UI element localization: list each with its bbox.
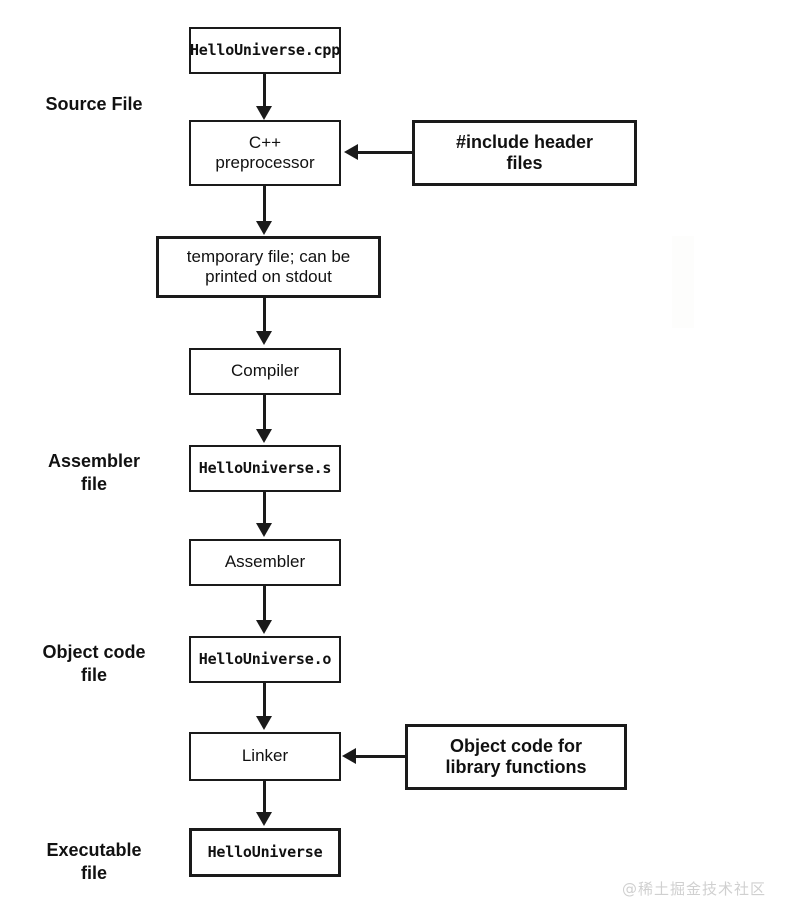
edge-linker-to-executable-line <box>263 781 266 814</box>
node-include-header-files[interactable]: #include header files <box>412 120 637 186</box>
edge-compiler-to-asmfile-line <box>263 395 266 431</box>
edge-linker-to-executable-arrow <box>256 812 272 826</box>
edge-objfile-to-linker-arrow <box>256 716 272 730</box>
edge-preprocessor-to-temp-arrow <box>256 221 272 235</box>
node-label: HelloUniverse.s <box>198 458 332 477</box>
edge-library-to-linker-arrow <box>342 748 356 764</box>
edge-asmfile-to-assembler-arrow <box>256 523 272 537</box>
node-hellouniverse-o[interactable]: HelloUniverse.o <box>189 636 341 683</box>
edge-cpp-to-preprocessor-line <box>263 74 266 108</box>
node-object-code-library[interactable]: Object code for library functions <box>405 724 627 790</box>
edge-preprocessor-to-temp-line <box>263 186 266 223</box>
edge-temp-to-compiler-arrow <box>256 331 272 345</box>
node-compiler[interactable]: Compiler <box>189 348 341 395</box>
background-artifact <box>672 236 694 328</box>
node-assembler[interactable]: Assembler <box>189 539 341 586</box>
edge-headers-to-preprocessor-arrow <box>344 144 358 160</box>
caption-assembler-file: Assembler file <box>47 451 141 494</box>
node-hellouniverse-cpp[interactable]: HelloUniverse.cpp <box>189 27 341 74</box>
node-label: HelloUniverse <box>207 842 323 861</box>
node-label: HelloUniverse.o <box>198 649 332 668</box>
node-hellouniverse-exe[interactable]: HelloUniverse <box>189 828 341 877</box>
edge-temp-to-compiler-line <box>263 298 266 333</box>
edge-compiler-to-asmfile-arrow <box>256 429 272 443</box>
node-label: #include header files <box>455 131 594 173</box>
watermark-text: @稀土掘金技术社区 <box>622 880 767 898</box>
edge-assembler-to-objfile-arrow <box>256 620 272 634</box>
node-label: C++ preprocessor <box>215 132 315 172</box>
caption-source-file: Source File <box>45 94 143 114</box>
edge-assembler-to-objfile-line <box>263 586 266 622</box>
edge-cpp-to-preprocessor-arrow <box>256 106 272 120</box>
edge-headers-to-preprocessor-line <box>358 151 414 154</box>
node-label: Assembler <box>224 552 306 572</box>
edge-library-to-linker-line <box>356 755 407 758</box>
node-label: HelloUniverse.cpp <box>189 40 341 59</box>
node-label: Linker <box>241 746 289 766</box>
edge-objfile-to-linker-line <box>263 683 266 718</box>
caption-object-code-file: Object code file <box>42 642 146 685</box>
node-hellouniverse-s[interactable]: HelloUniverse.s <box>189 445 341 492</box>
node-cpp-preprocessor[interactable]: C++ preprocessor <box>189 120 341 186</box>
node-label: Compiler <box>230 361 300 381</box>
node-label: temporary file; can be printed on stdout <box>186 246 351 286</box>
edge-asmfile-to-assembler-line <box>263 492 266 525</box>
node-temporary-file[interactable]: temporary file; can be printed on stdout <box>156 236 381 298</box>
node-linker[interactable]: Linker <box>189 732 341 781</box>
caption-executable-file: Executable file <box>46 840 142 883</box>
node-label: Object code for library functions <box>445 735 587 777</box>
